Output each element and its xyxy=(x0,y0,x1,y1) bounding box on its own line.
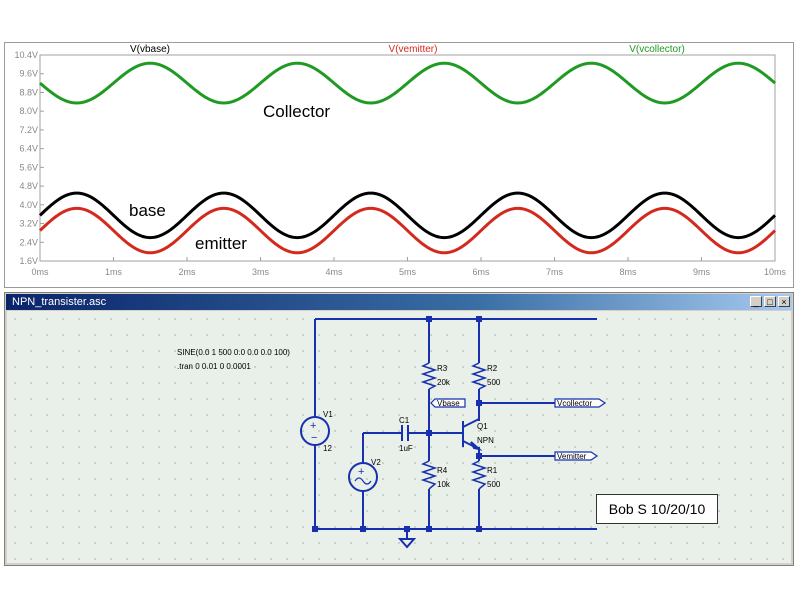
minimize-icon[interactable]: _ xyxy=(750,296,762,307)
series-line-vvbase[interactable] xyxy=(38,191,777,240)
r4-name: R4 xyxy=(437,466,448,475)
y-tick-label: 2.4V xyxy=(19,237,38,247)
c1-symbol[interactable] xyxy=(401,425,409,441)
legend-entry-1[interactable]: V(vemitter) xyxy=(389,44,438,55)
q1-transistor-symbol[interactable] xyxy=(462,418,483,451)
vemitter-net-label[interactable]: Vemitter xyxy=(554,451,599,461)
r1-value: 500 xyxy=(487,480,501,489)
x-tick-label: 10ms xyxy=(764,267,787,277)
directive-sine[interactable]: SINE(0.0 1 500 0.0 0.0 0.0 100) xyxy=(177,348,290,357)
x-tick-label: 7ms xyxy=(546,267,564,277)
legend-entry-2[interactable]: V(vcollector) xyxy=(629,44,685,55)
v1-name: V1 xyxy=(323,410,333,419)
vbase-label-text: Vbase xyxy=(437,399,460,408)
x-tick-label: 9ms xyxy=(693,267,711,277)
svg-text:−: − xyxy=(311,432,317,444)
directive-tran[interactable]: .tran 0 0.01 0 0.0001 xyxy=(177,362,251,371)
q1-name: Q1 xyxy=(477,422,488,431)
c1-name: C1 xyxy=(399,416,410,425)
x-tick-label: 0ms xyxy=(31,267,49,277)
series-line-vvemitter[interactable] xyxy=(38,206,777,255)
v2-source-symbol[interactable]: + xyxy=(348,462,378,492)
vbase-net-label[interactable]: Vbase xyxy=(430,398,466,408)
schematic-window[interactable]: NPN_transister.asc _ □ × xyxy=(4,292,794,566)
annotation-base: base xyxy=(129,201,166,220)
waveform-plot-svg[interactable]: V(vbase) V(vemitter) V(vcollector) 10.4V 9.… xyxy=(5,43,793,287)
schematic-window-title: NPN_transister.asc xyxy=(12,296,107,308)
vcollector-label-text: Vcollector xyxy=(557,399,592,408)
c1-value: 1uF xyxy=(399,444,413,453)
r4-symbol[interactable] xyxy=(420,460,438,490)
y-tick-label: 5.6V xyxy=(19,162,38,172)
vcollector-net-label[interactable]: Vcollector xyxy=(554,398,607,408)
y-tick-label: 1.6V xyxy=(19,256,38,266)
svg-text:+: + xyxy=(358,466,364,478)
q1-value: NPN xyxy=(477,436,494,445)
x-tick-label: 3ms xyxy=(252,267,270,277)
schematic-svg[interactable]: + − + xyxy=(7,311,791,563)
v2-name: V2 xyxy=(371,458,381,467)
y-tick-label: 4.8V xyxy=(19,181,38,191)
vemitter-label-text: Vemitter xyxy=(557,452,587,461)
y-tick-label: 9.6V xyxy=(19,69,38,79)
y-tick-label: 10.4V xyxy=(14,50,38,60)
v1-value: 12 xyxy=(323,444,332,453)
schematic-titlebar[interactable]: NPN_transister.asc _ □ × xyxy=(6,294,792,310)
y-tick-label: 7.2V xyxy=(19,125,38,135)
schematic-canvas[interactable]: + − + xyxy=(7,311,791,563)
annotation-emitter: emitter xyxy=(195,234,247,253)
y-tick-label: 3.2V xyxy=(19,219,38,229)
x-tick-label: 6ms xyxy=(472,267,490,277)
x-tick-label: 8ms xyxy=(619,267,637,277)
signature-box: Bob S 10/20/10 xyxy=(596,494,718,524)
y-tick-label: 6.4V xyxy=(19,144,38,154)
waveform-plot-pane[interactable]: V(vbase) V(vemitter) V(vcollector) 10.4V 9.… xyxy=(4,42,794,288)
series-line-vvcollector[interactable] xyxy=(39,61,776,105)
r4-value: 10k xyxy=(437,480,451,489)
legend-entry-0[interactable]: V(vbase) xyxy=(130,44,170,55)
r3-name: R3 xyxy=(437,364,448,373)
annotation-collector: Collector xyxy=(263,102,330,121)
maximize-icon[interactable]: □ xyxy=(764,296,776,307)
r3-symbol[interactable] xyxy=(420,362,438,390)
r1-symbol[interactable] xyxy=(470,460,488,490)
r2-name: R2 xyxy=(487,364,498,373)
y-tick-label: 8.0V xyxy=(19,106,38,116)
x-tick-label: 2ms xyxy=(178,267,196,277)
x-tick-label: 4ms xyxy=(325,267,343,277)
x-tick-label: 1ms xyxy=(105,267,123,277)
r1-name: R1 xyxy=(487,466,498,475)
x-tick-label: 5ms xyxy=(399,267,417,277)
y-tick-label: 8.8V xyxy=(19,87,38,97)
plot-frame xyxy=(39,54,776,262)
v1-source-symbol[interactable]: + − xyxy=(300,416,330,446)
close-icon[interactable]: × xyxy=(778,296,790,307)
r2-value: 500 xyxy=(487,378,501,387)
r3-value: 20k xyxy=(437,378,451,387)
ground-icon xyxy=(397,538,417,549)
y-tick-label: 4.0V xyxy=(19,200,38,210)
svg-text:+: + xyxy=(310,420,316,432)
r2-symbol[interactable] xyxy=(470,362,488,390)
junction-dots xyxy=(312,316,482,532)
